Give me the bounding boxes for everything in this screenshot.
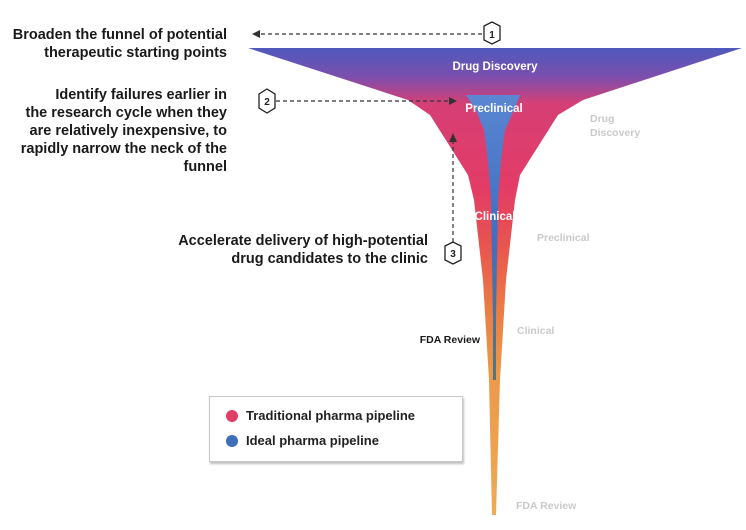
legend: Traditional pharma pipeline Ideal pharma… [209,396,463,462]
legend-traditional-swatch [226,409,238,422]
traditional-stage-fda-review: FDA Review [516,500,577,512]
goal-2-text: Identify failures earlier in the researc… [0,86,227,176]
goal-1-number: 1 [489,30,495,41]
ideal-stage-clinical: Clinical [475,211,516,223]
goal-2-line-2: the research cycle when they [25,105,228,121]
traditional-stage-drug-discovery-line-2: Discovery [590,127,640,139]
goal-2-line-4: rapidly narrow the neck of the [20,141,227,157]
goal-3-arrowhead [449,133,457,142]
goal-3-line-2: drug candidates to the clinic [231,251,428,267]
traditional-stage-clinical: Clinical [517,325,554,337]
goal-2-number-badge [258,88,276,114]
ideal-funnel [466,95,520,380]
goal-1-line-1: Broaden the funnel of potential [12,27,227,43]
ideal-stage-drug-discovery: Drug Discovery [452,61,538,73]
legend-item-traditional: Traditional pharma pipeline [226,408,415,423]
legend-ideal-swatch [226,434,238,447]
goal-1-arrowhead [252,30,260,38]
ideal-stage-fda-review: FDA Review [420,334,481,346]
goal-2-number: 2 [264,97,270,108]
goal-2-line-3: are relatively inexpensive, to [29,123,227,139]
goal-1-line-2: therapeutic starting points [44,45,227,61]
goal-3-line-1: Accelerate delivery of high-potential [178,233,428,249]
legend-traditional-label: Traditional pharma pipeline [246,408,416,423]
legend-ideal-label: Ideal pharma pipeline [246,433,379,448]
legend-item-ideal: Ideal pharma pipeline [226,433,379,448]
goal-2-line-5: funnel [183,159,228,175]
traditional-stage-drug-discovery-line-1: Drug [590,113,615,125]
goal-2-arrowhead [449,97,457,105]
traditional-stage-preclinical: Preclinical [537,232,590,244]
goal-2-line-1: Identify failures earlier in [55,87,227,103]
goal-3-number-badge [444,241,462,265]
goal-3-number: 3 [450,249,456,260]
goal-3-text: Accelerate delivery of high-potential dr… [0,232,428,268]
ideal-stage-preclinical: Preclinical [465,103,523,115]
goal-1-text: Broaden the funnel of potential therapeu… [0,26,227,62]
goal-1-number-badge [483,21,501,45]
